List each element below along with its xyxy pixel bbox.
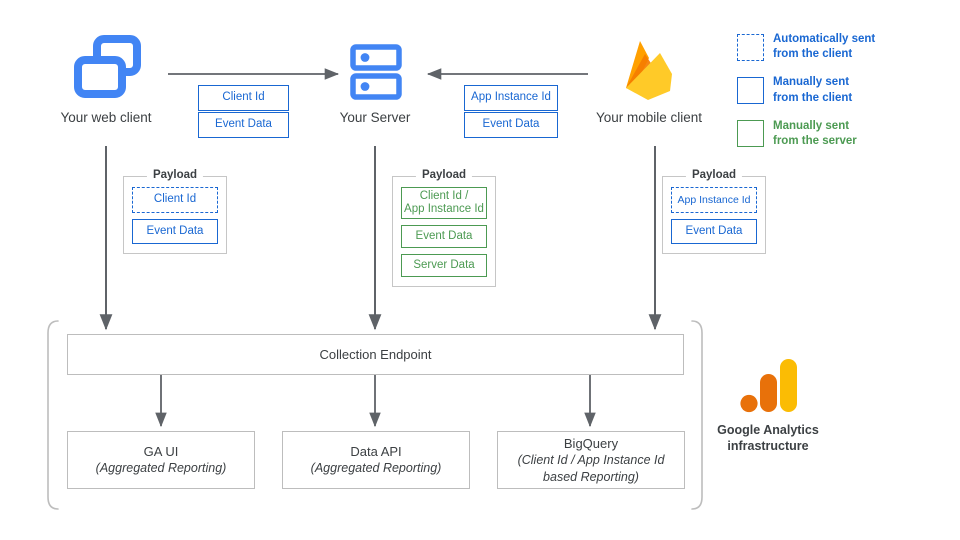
server-icon xyxy=(350,44,402,100)
payload-server-item-ids-line1: Client Id / xyxy=(419,189,469,202)
legend-text-manual-client-line2: from the client xyxy=(773,91,853,104)
payload-mobile-item-event-data: Event Data xyxy=(671,218,757,244)
payload-server-item-server-data: Server Data xyxy=(401,253,487,277)
output-data-api-subtitle: (Aggregated Reporting) xyxy=(310,461,442,476)
legend-text-manual-client-line1: Manually sent xyxy=(773,76,850,89)
server-label: Your Server xyxy=(339,110,411,125)
infrastructure-bracket-right xyxy=(691,320,703,510)
payload-web: Payload Client Id Event Data xyxy=(123,169,227,254)
windows-icon xyxy=(74,35,141,98)
output-bigquery-subtitle: (Client Id / App Instance Id xyxy=(517,453,665,468)
legend-swatch-solid-blue xyxy=(737,77,764,105)
payload-web-item-client-id: Client Id xyxy=(132,187,218,213)
payload-web-title: Payload xyxy=(146,169,204,181)
payload-server-item-ids: Client Id / App Instance Id xyxy=(401,187,487,219)
output-bigquery-subtitle2: based Reporting) xyxy=(543,469,639,484)
legend-swatch-dashed-blue xyxy=(737,33,764,61)
transfer-chip-event-data: Event Data xyxy=(198,112,289,138)
transfer-chip-client-id: Client Id xyxy=(198,85,289,111)
legend-key: Automatically sent from the client Manua… xyxy=(737,32,937,149)
payload-web-item-event-data: Event Data xyxy=(132,218,218,244)
output-bigquery-title: BigQuery xyxy=(563,435,619,451)
infrastructure-bracket-left xyxy=(47,320,59,510)
legend-text-manual-server-line1: Manually sent xyxy=(773,119,850,132)
payload-mobile: Payload App Instance Id Event Data xyxy=(662,169,766,254)
collection-endpoint-box: Collection Endpoint xyxy=(67,334,684,375)
legend-text-manual-server-line2: from the server xyxy=(773,134,857,147)
mobile-client-label: Your mobile client xyxy=(595,110,703,125)
ga-caption-line1: Google Analytics xyxy=(717,423,819,437)
output-ga-ui-title: GA UI xyxy=(143,444,179,460)
payload-server-title: Payload xyxy=(415,169,473,181)
payload-mobile-title: Payload xyxy=(685,169,743,181)
transfer-chip-app-instance-id: App Instance Id xyxy=(464,85,558,111)
web-client-label: Your web client xyxy=(60,110,152,125)
ga-infrastructure-caption: Google Analytics infrastructure xyxy=(688,422,848,455)
legend-item-auto-client: Automatically sent from the client xyxy=(737,32,937,62)
firebase-flame-icon xyxy=(626,41,672,100)
legend-text-auto-client-line1: Automatically sent xyxy=(773,33,876,45)
legend-text-manual-client: Manually sent from the client xyxy=(773,75,852,105)
output-ga-ui-subtitle: (Aggregated Reporting) xyxy=(95,461,227,476)
legend-item-manual-server: Manually sent from the server xyxy=(737,119,937,149)
payload-mobile-item-app-instance-id: App Instance Id xyxy=(671,187,757,213)
legend-text-auto-client-line2: from the client xyxy=(773,48,853,61)
output-box-data-api: Data API (Aggregated Reporting) xyxy=(282,431,470,489)
payload-server-item-event-data: Event Data xyxy=(401,224,487,248)
transfer-chip-event-data-mobile: Event Data xyxy=(464,112,558,138)
legend-text-auto-client: Automatically sent from the client xyxy=(773,32,875,62)
legend-text-manual-server: Manually sent from the server xyxy=(773,119,857,149)
payload-server-item-ids-line2: App Instance Id xyxy=(404,202,484,215)
ga-caption-line2: infrastructure xyxy=(727,439,809,454)
output-box-bigquery: BigQuery (Client Id / App Instance Id ba… xyxy=(497,431,685,489)
legend-item-manual-client: Manually sent from the client xyxy=(737,75,937,105)
legend-swatch-solid-green xyxy=(737,120,764,148)
output-box-ga-ui: GA UI (Aggregated Reporting) xyxy=(67,431,255,489)
output-data-api-title: Data API xyxy=(350,444,402,460)
payload-server: Payload Client Id / App Instance Id Even… xyxy=(392,169,496,287)
google-analytics-logo xyxy=(740,359,797,413)
